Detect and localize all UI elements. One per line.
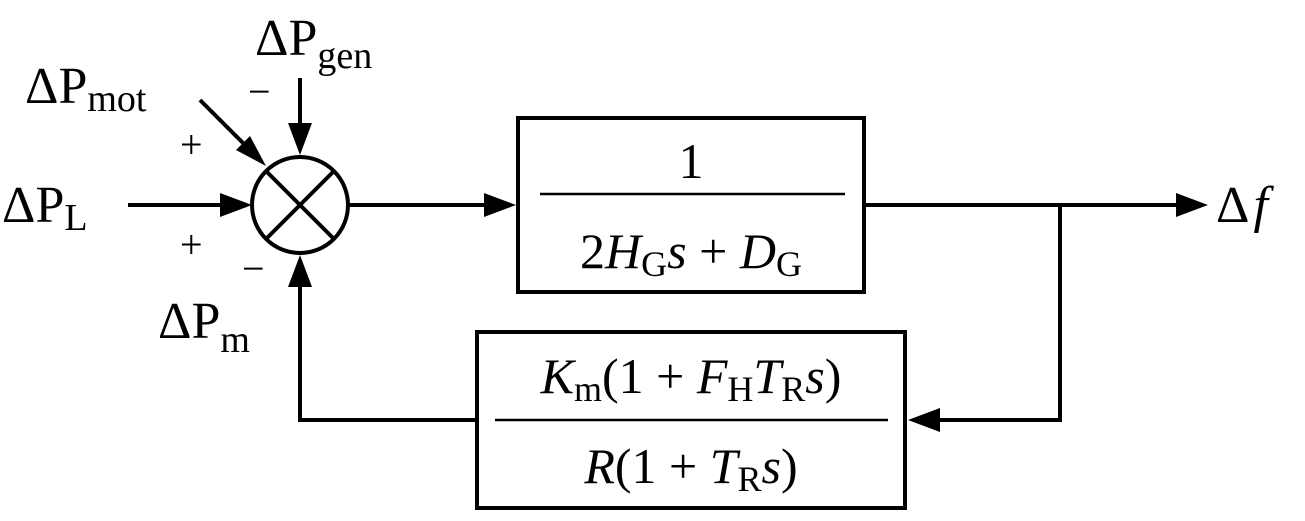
feedback-return-arrow bbox=[288, 255, 477, 422]
sign-mechanical: − bbox=[242, 246, 265, 291]
sign-generation: − bbox=[248, 69, 271, 114]
feedback-branch-arrow bbox=[908, 205, 1062, 432]
label-delta-p-generation: ΔPgen bbox=[255, 10, 372, 77]
sign-load: + bbox=[180, 222, 203, 267]
feedback-transfer-block: Km(1 + FHTRs) R(1 + TRs) bbox=[475, 330, 907, 510]
label-delta-p-motor: ΔPmot bbox=[25, 58, 147, 120]
input-load-arrow bbox=[128, 193, 252, 217]
input-generation-arrow bbox=[288, 78, 312, 155]
sign-motor: + bbox=[180, 122, 203, 167]
feedback-numerator: Km(1 + FHTRs) bbox=[540, 348, 842, 409]
label-delta-p-mechanical: ΔPm bbox=[158, 293, 250, 361]
label-delta-f: Δf bbox=[1216, 177, 1274, 234]
forward-transfer-block: 1 2HGs + DG bbox=[516, 116, 866, 294]
output-arrow bbox=[864, 193, 1208, 217]
input-motor-arrow bbox=[198, 98, 266, 166]
feedback-denominator: R(1 + TRs) bbox=[583, 438, 797, 499]
summing-junction bbox=[250, 155, 350, 255]
junction-to-block-arrow bbox=[348, 193, 516, 217]
label-delta-p-load: ΔPL bbox=[2, 177, 88, 239]
forward-numerator: 1 bbox=[679, 133, 704, 189]
forward-denominator: 2HGs + DG bbox=[580, 223, 802, 284]
